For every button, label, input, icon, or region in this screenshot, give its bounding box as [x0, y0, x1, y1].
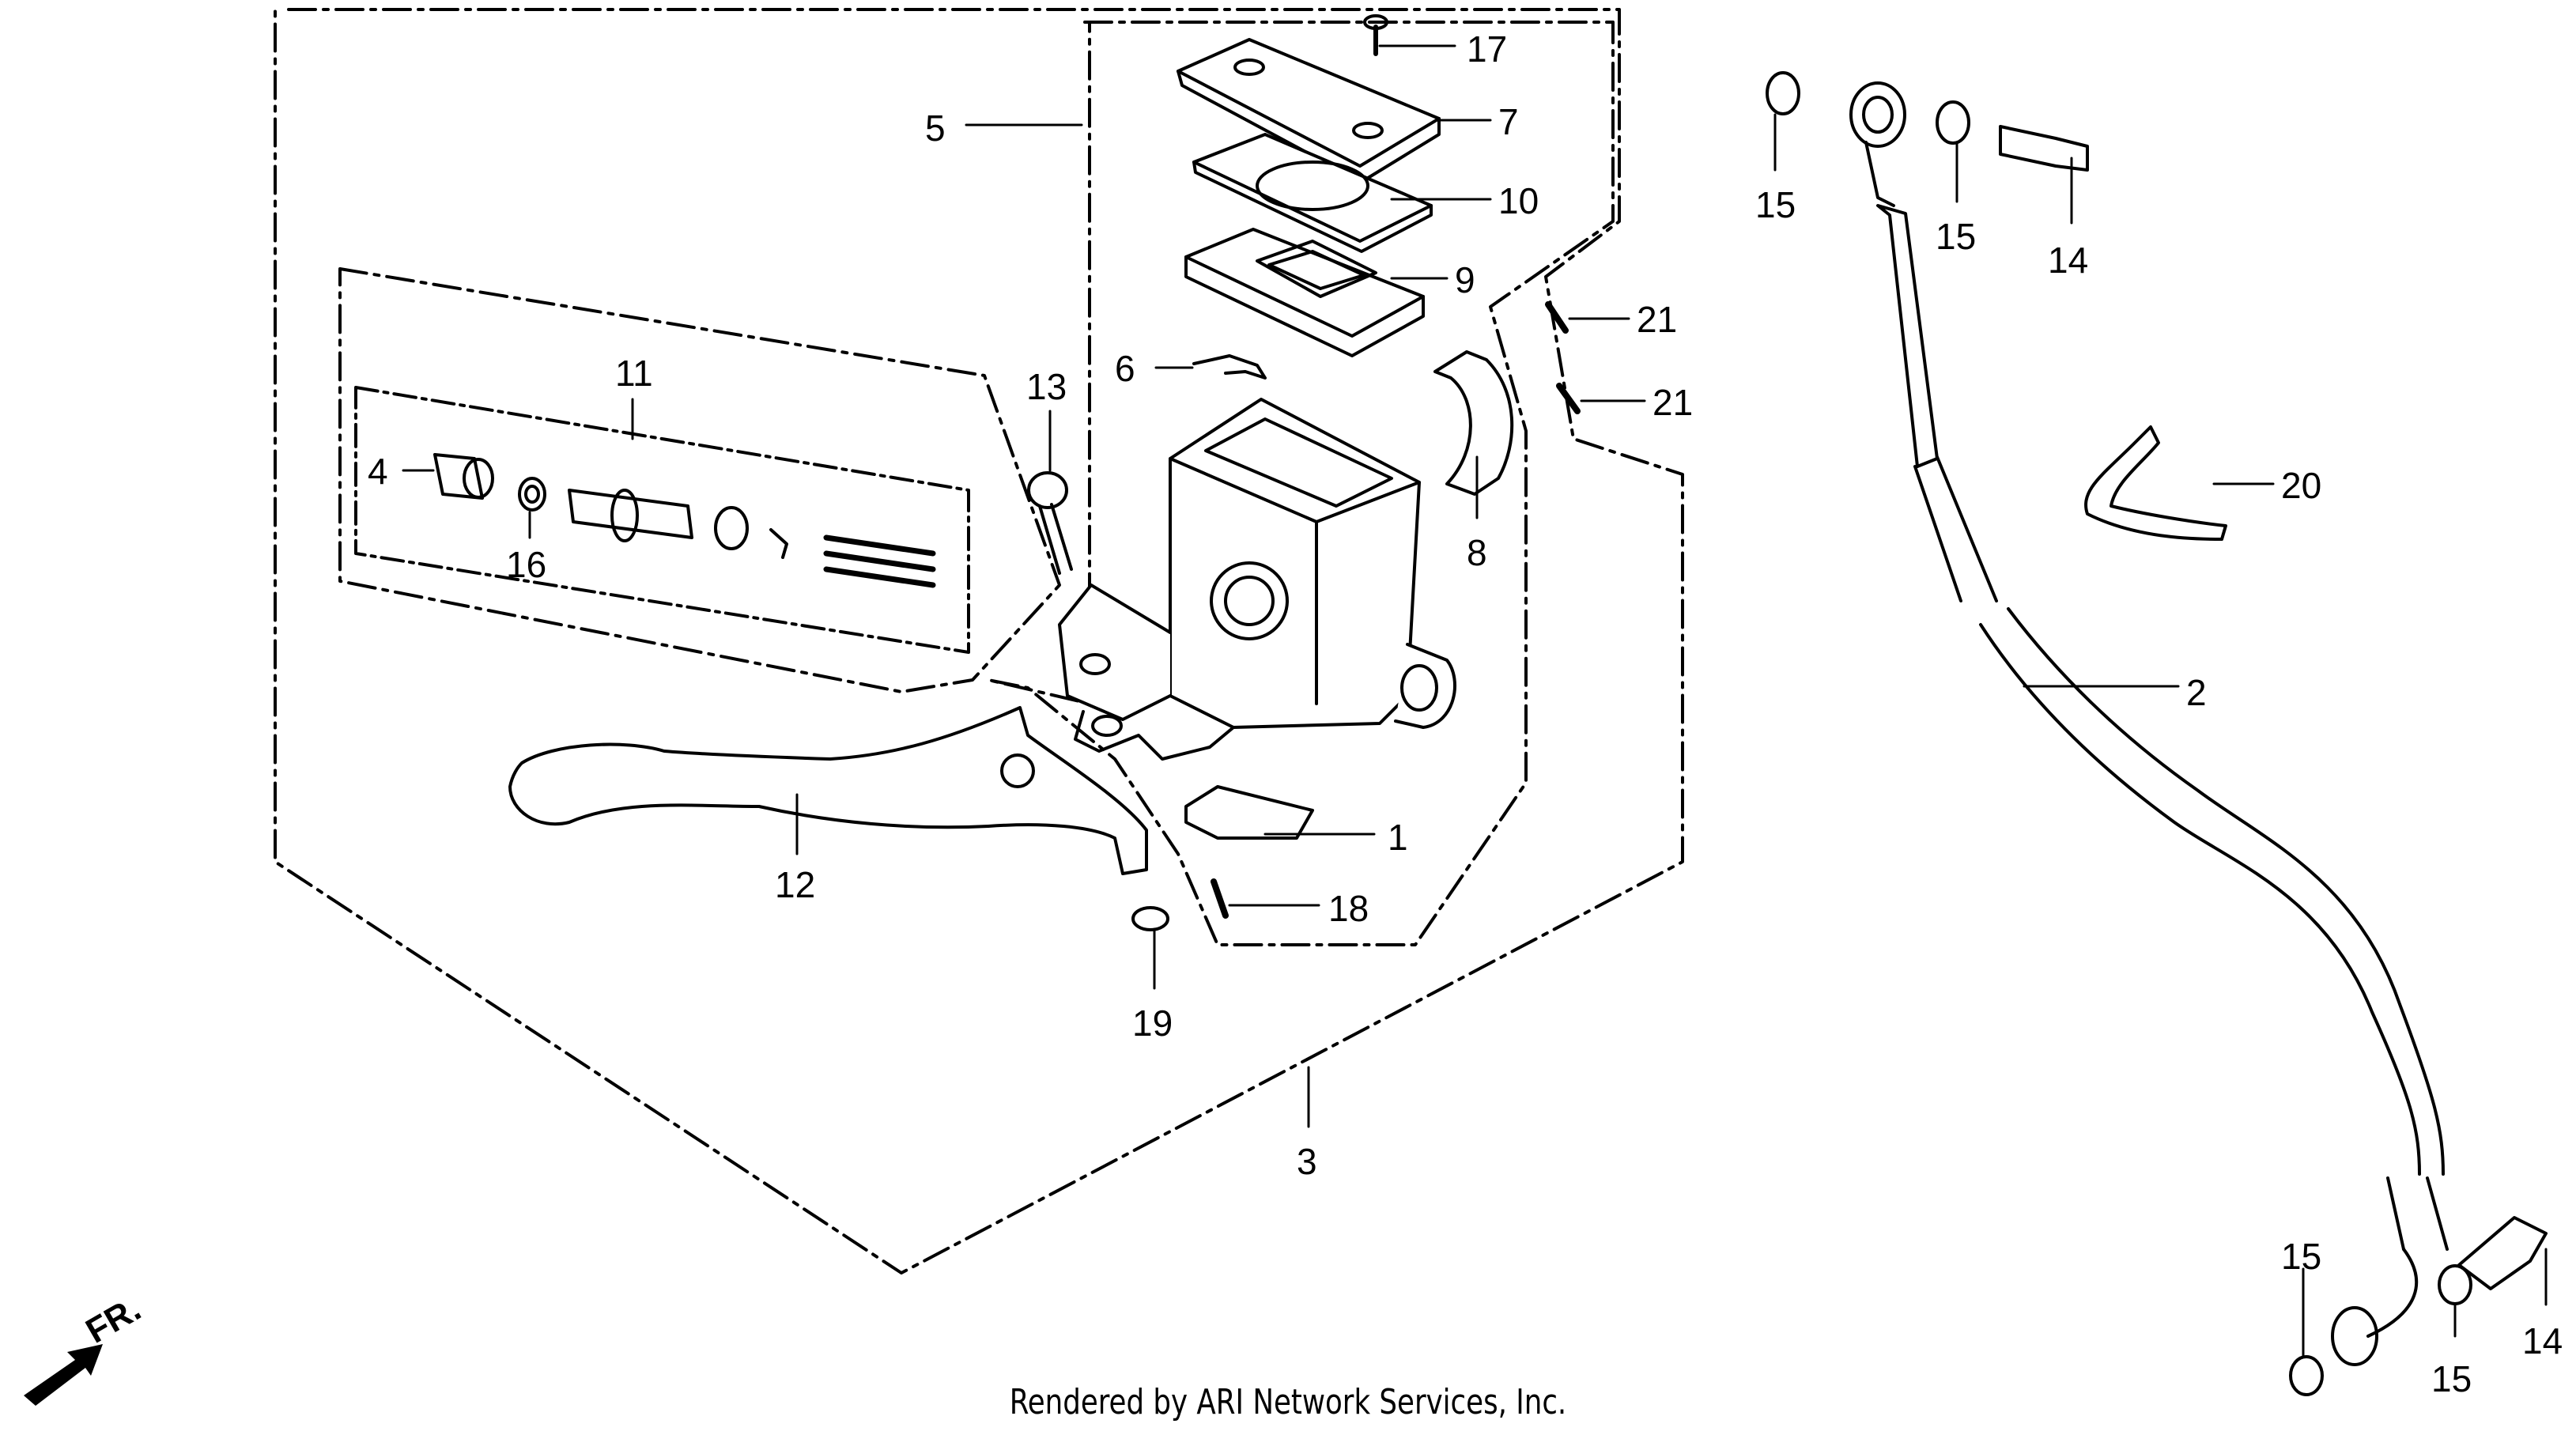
grommet-19 [1131, 906, 1169, 931]
assembly-boundary-3 [274, 8, 1684, 1275]
screw-17 [1363, 14, 1388, 56]
callout-16: 16 [506, 544, 546, 585]
callout-labels: 17 7 10 9 5 11 13 6 21 21 4 16 8 12 1 18… [368, 28, 2563, 1399]
switch-1 [1184, 785, 1314, 840]
clip-6 [1192, 354, 1267, 380]
callout-14-bottom: 14 [2522, 1320, 2563, 1361]
screw-21-bottom [1556, 383, 1581, 414]
front-direction-label: FR. [80, 1290, 148, 1351]
assembly-boundary-11-outer [338, 267, 1061, 693]
lever-pivot [1000, 753, 1035, 788]
callout-2: 2 [2186, 672, 2207, 713]
screw-21-top [1545, 301, 1569, 334]
brake-lever [508, 706, 1148, 875]
callout-15-b: 15 [1936, 216, 1976, 257]
holder-8 [1433, 350, 1514, 496]
callout-5: 5 [925, 108, 946, 149]
assembly-boundary-5 [987, 21, 1615, 946]
footer-credit: Rendered by ARI Network Services, Inc. [1009, 1382, 1567, 1422]
callout-12: 12 [775, 864, 815, 905]
callout-13: 13 [1026, 366, 1067, 407]
callout-8: 8 [1467, 532, 1487, 573]
brake-hose [1849, 81, 2449, 1366]
callout-17: 17 [1467, 28, 1507, 70]
callout-11: 11 [615, 353, 653, 394]
bolt-14-top [1999, 125, 2089, 172]
assembly-boundary-11-inner [354, 386, 970, 654]
diaphragm-plate [1192, 133, 1433, 253]
callout-14-top: 14 [2048, 240, 2088, 281]
band-20 [2084, 425, 2227, 541]
master-cylinder-body [1058, 398, 1456, 761]
bolt-13 [1027, 471, 1073, 575]
callout-15-a: 15 [1755, 184, 1796, 225]
callout-18: 18 [1328, 888, 1369, 929]
callout-6: 6 [1115, 348, 1135, 389]
callout-1: 1 [1388, 817, 1408, 858]
washer-15-c [2289, 1355, 2324, 1396]
washer-15-b [1936, 100, 1970, 145]
callout-15-d: 15 [2431, 1358, 2472, 1399]
callout-15-c: 15 [2281, 1236, 2321, 1277]
piston-parts [433, 453, 936, 588]
leader-lines [402, 44, 2548, 1358]
callout-21-bottom: 21 [1652, 382, 1693, 423]
washer-15-a [1766, 71, 1800, 115]
screw-18 [1211, 878, 1229, 919]
callout-20: 20 [2281, 465, 2321, 506]
bolt-14-bottom [2457, 1216, 2548, 1290]
callout-9: 9 [1455, 259, 1475, 300]
callout-21-top: 21 [1637, 299, 1677, 340]
callout-3: 3 [1297, 1141, 1317, 1182]
callout-19: 19 [1132, 1003, 1173, 1044]
callout-7: 7 [1498, 101, 1519, 142]
callout-10: 10 [1498, 180, 1539, 221]
callout-4: 4 [368, 451, 388, 492]
diaphragm [1184, 228, 1425, 357]
